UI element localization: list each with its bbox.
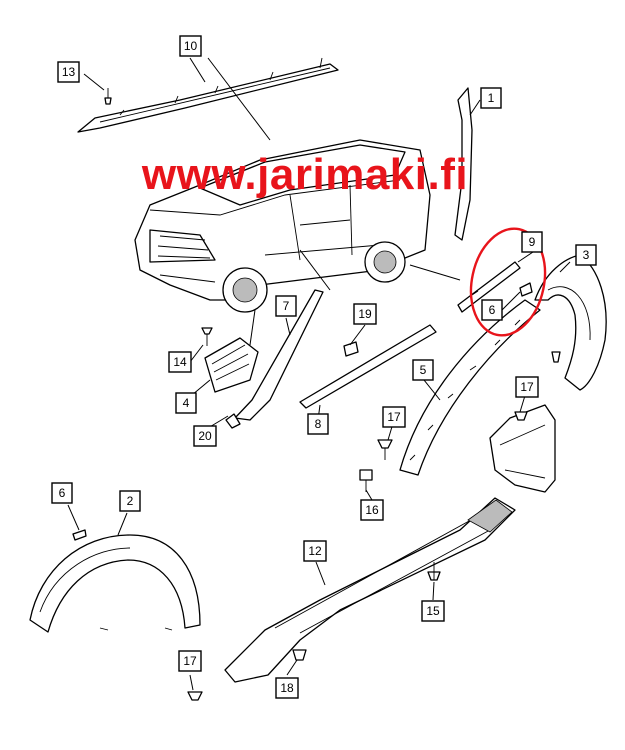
front-fender-flare xyxy=(29,534,201,633)
svg-text:2: 2 xyxy=(127,494,134,508)
clip-17a xyxy=(377,439,393,460)
svg-text:1: 1 xyxy=(488,91,495,105)
roof-rail-clip xyxy=(104,88,112,105)
leader-lines xyxy=(67,57,571,691)
callout-5: 5 xyxy=(412,359,434,381)
strip-clip xyxy=(519,282,533,297)
svg-text:7: 7 xyxy=(283,299,290,313)
callout-6-upper: 6 xyxy=(481,299,503,321)
callout-14: 14 xyxy=(168,351,192,373)
wheel-opening-molding xyxy=(399,299,541,476)
callout-8: 8 xyxy=(307,413,329,435)
callout-18: 18 xyxy=(275,677,299,699)
quarter-panel-strip xyxy=(457,261,521,313)
callout-13: 13 xyxy=(57,61,80,83)
callout-16: 16 xyxy=(360,499,384,521)
roof-rail xyxy=(77,57,339,133)
highlight-circle xyxy=(469,227,547,337)
svg-text:17: 17 xyxy=(520,380,534,394)
svg-text:5: 5 xyxy=(420,363,427,377)
clip-19 xyxy=(343,341,359,357)
svg-text:9: 9 xyxy=(529,235,536,249)
clip-18 xyxy=(292,649,307,661)
svg-text:17: 17 xyxy=(387,410,401,424)
callout-20: 20 xyxy=(193,425,217,447)
svg-text:10: 10 xyxy=(184,39,198,53)
svg-text:6: 6 xyxy=(59,486,66,500)
watermark-text: www.jarimaki.fi xyxy=(141,150,469,199)
rear-flare-clip xyxy=(551,351,561,363)
callout-1: 1 xyxy=(480,87,502,109)
svg-text:19: 19 xyxy=(358,307,372,321)
splash-guard xyxy=(489,404,556,493)
clip-17b xyxy=(514,411,528,421)
a-pillar-trim xyxy=(234,289,324,421)
callout-12: 12 xyxy=(303,540,327,562)
screw-16 xyxy=(359,469,373,492)
svg-text:13: 13 xyxy=(62,65,76,79)
svg-text:14: 14 xyxy=(173,355,187,369)
callout-7: 7 xyxy=(275,295,297,317)
svg-text:18: 18 xyxy=(280,681,294,695)
body-side-molding xyxy=(299,324,437,409)
svg-text:6: 6 xyxy=(489,303,496,317)
svg-text:3: 3 xyxy=(583,248,590,262)
callout-10: 10 xyxy=(179,35,202,57)
fender-clip-front xyxy=(72,529,87,541)
svg-text:20: 20 xyxy=(198,429,212,443)
callout-17-right: 17 xyxy=(515,376,539,398)
svg-text:16: 16 xyxy=(365,503,379,517)
callout-17-bottom: 17 xyxy=(178,650,202,672)
svg-text:4: 4 xyxy=(183,396,190,410)
svg-text:8: 8 xyxy=(315,417,322,431)
callout-9: 9 xyxy=(521,231,543,253)
fender-vent xyxy=(204,337,259,393)
callout-3: 3 xyxy=(575,244,597,266)
callout-4: 4 xyxy=(175,392,197,414)
callout-19: 19 xyxy=(353,303,377,325)
callout-15: 15 xyxy=(421,600,445,622)
clip-15 xyxy=(427,562,441,581)
clip-17c xyxy=(187,691,203,701)
callout-6-lower: 6 xyxy=(51,482,73,504)
callout-2: 2 xyxy=(119,490,141,512)
push-pin-14 xyxy=(201,327,213,346)
svg-text:17: 17 xyxy=(183,654,197,668)
running-board xyxy=(224,497,516,683)
svg-text:15: 15 xyxy=(426,604,440,618)
svg-text:12: 12 xyxy=(308,544,322,558)
callout-17-mid: 17 xyxy=(382,406,406,428)
vehicle-body xyxy=(134,139,431,313)
a-pillar-clip xyxy=(225,413,241,429)
c-pillar-applique xyxy=(454,87,473,241)
